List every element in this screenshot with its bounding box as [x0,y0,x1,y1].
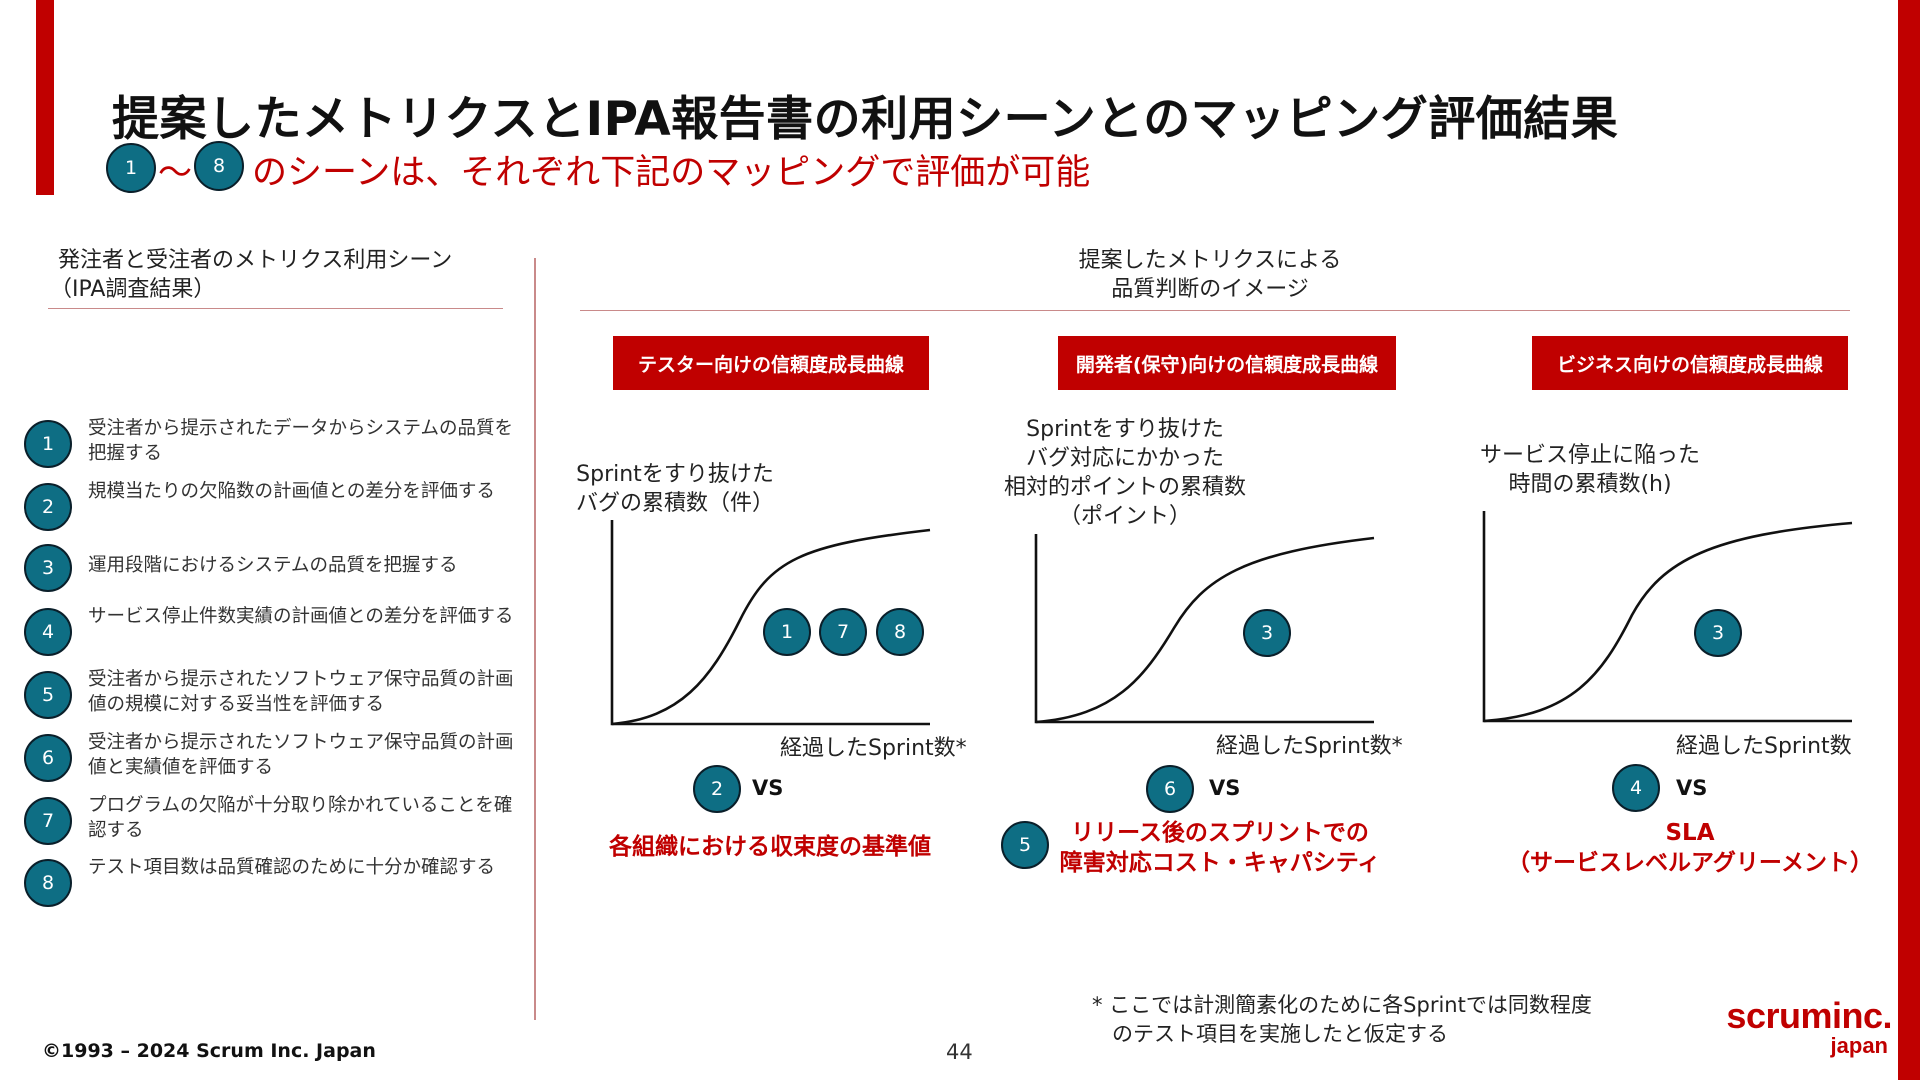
scene-text: 運用段階におけるシステムの品質を把握する [88,555,458,576]
chart1-ylabel: Sprintをすり抜けた バグの累積数（件） [540,460,810,518]
chart2-ylabel-line2: バグ対応にかかった [1025,446,1224,471]
chart1-badge-3: 8 [876,608,924,656]
chart3-curve [1482,511,1853,723]
chart2-baseline-line1: リリース後のスプリントでの [1071,820,1369,846]
scene-text: サービス停止件数実績の計画値との差分を評価する [88,606,514,627]
chart2-growth-curve [1035,536,1375,724]
scene-badge: 1 [24,420,72,468]
scene-item-7: 7 プログラムの欠陥が十分取り除かれていることを確認する [24,793,512,849]
logo-sub-text: japan [1830,1033,1888,1058]
chart1-vs-label: VS [752,776,784,800]
chart3-ylabel-line2: 時間の累積数(h) [1508,472,1672,497]
chart2-axes [1034,534,1374,724]
scene-badge: 3 [24,544,72,592]
copyright: ©1993 – 2024 Scrum Inc. Japan [42,1040,376,1062]
chart1-ylabel-line2: バグの累積数（件） [575,491,774,516]
chart3-ylabel-line1: サービス停止に陥った [1479,443,1700,468]
scene-item-3: 3 運用段階におけるシステムの品質を把握する [24,540,494,596]
chart3-baseline: SLA （サービスレベルアグリーメント） [1490,818,1890,878]
footnote-line2: のテスト項目を実施したと仮定する [1112,1022,1448,1046]
chart2-ylabel-line1: Sprintをすり抜けた [1026,417,1224,442]
chart1-growth-curve [611,528,931,726]
chart1-baseline-line1: 各組織における収束度の基準値 [609,834,931,860]
chart1-heading: テスター向けの信頼度成長曲線 [613,336,929,390]
chart1-badge-1: 1 [763,608,811,656]
chart3-baseline-line1: SLA [1665,820,1715,846]
chart3-xlabel: 経過したSprint数 [1676,734,1852,759]
left-header: 発注者と受注者のメトリクス利用シーン （IPA調査結果） [50,246,520,304]
chart2-ylabel-line4: （ポイント） [1058,504,1191,529]
scene-text: テスト項目数は品質確認のために十分か確認する [88,857,496,878]
right-red-bar [1898,0,1920,1080]
chart2-vs-label: VS [1209,776,1241,800]
chart2-baseline: リリース後のスプリントでの 障害対応コスト・キャパシティ [1040,818,1400,878]
footnote: * ここでは計測簡素化のために各Sprintでは同数程度 のテスト項目を実施した… [1092,991,1592,1049]
chart3-vs-badge: 4 [1612,764,1660,812]
left-header-line2: （IPA調査結果） [50,277,216,302]
chart2-ylabel-line3: 相対的ポイントの累積数 [1003,475,1246,500]
chart3-ylabel: サービス停止に陥った 時間の累積数(h) [1440,441,1740,499]
scene-item-6: 6 受注者から提示されたソフトウェア保守品質の計画値と実績値を評価する [24,730,514,786]
chart3-growth-curve [1483,521,1853,723]
scene-text: 受注者から提示されたソフトウェア保守品質の計画値の規模に対する妥当性を評価する [88,669,514,715]
scene-badge: 2 [24,483,72,531]
chart3-axes [1482,511,1852,723]
chart2-xlabel: 経過したSprint数* [1216,734,1403,759]
subtitle-badge-end: 8 [194,141,244,191]
scene-text: プログラムの欠陥が十分取り除かれていることを確認する [88,795,513,841]
scene-text: 規模当たりの欠陥数の計画値との差分を評価する [88,481,495,502]
scrum-inc-logo: scruminc. japan [1712,998,1892,1058]
chart2-baseline-line2: 障害対応コスト・キャパシティ [1059,850,1381,876]
chart1-curve [610,520,931,726]
right-header-line2: 品質判断のイメージ [1111,277,1309,302]
chart2-vs-badge: 6 [1146,765,1194,813]
chart2-ylabel: Sprintをすり抜けた バグ対応にかかった 相対的ポイントの累積数 （ポイント… [975,415,1275,531]
scene-item-1: 1 受注者から提示されたデータからシステムの品質を把握する [24,416,513,472]
left-header-line1: 発注者と受注者のメトリクス利用シーン [58,248,453,273]
scene-badge: 5 [24,671,72,719]
right-header-line1: 提案したメトリクスによる [1078,248,1342,273]
scene-text: 受注者から提示されたソフトウェア保守品質の計画値と実績値を評価する [88,732,514,778]
scene-badge: 8 [24,859,72,907]
chart1-vs-badge: 2 [693,765,741,813]
scene-item-8: 8 テスト項目数は品質確認のために十分か確認する [24,855,495,911]
chart1-baseline: 各組織における収束度の基準値 [570,832,970,862]
chart3-badge-1: 3 [1694,609,1742,657]
subtitle-badge-start: 1 [106,143,156,193]
subtitle-text: のシーンは、それぞれ下記のマッピングで評価が可能 [252,153,1091,193]
scene-badge: 6 [24,734,72,782]
chart1-badge-2: 7 [819,608,867,656]
chart3-heading: ビジネス向けの信頼度成長曲線 [1532,336,1848,390]
page-number: 44 [946,1040,973,1064]
left-red-bar [36,0,54,195]
right-header: 提案したメトリクスによる 品質判断のイメージ [950,246,1470,304]
left-header-underline [48,308,503,309]
column-divider [534,258,536,1020]
chart2-extra-badge: 5 [1001,821,1049,869]
scene-text: 受注者から提示されたデータからシステムの品質を把握する [88,418,513,464]
footnote-line1: * ここでは計測簡素化のために各Sprintでは同数程度 [1092,993,1592,1017]
scene-badge: 7 [24,797,72,845]
right-header-underline [580,310,1850,311]
scene-item-5: 5 受注者から提示されたソフトウェア保守品質の計画値の規模に対する妥当性を評価す… [24,667,514,723]
subtitle-range-sep: 〜 [158,153,192,193]
chart3-baseline-line2: （サービスレベルアグリーメント） [1507,850,1873,876]
chart1-ylabel-line1: Sprintをすり抜けた [576,462,774,487]
scene-item-2: 2 規模当たりの欠陥数の計画値との差分を評価する [24,479,495,535]
chart3-vs-label: VS [1676,776,1708,800]
page-title: 提案したメトリクスとIPA報告書の利用シーンとのマッピング評価結果 [112,92,1619,147]
scene-item-4: 4 サービス停止件数実績の計画値との差分を評価する [24,604,513,660]
chart2-badge-1: 3 [1243,609,1291,657]
logo-main-text: scruminc. [1726,995,1892,1036]
chart2-heading: 開発者(保守)向けの信頼度成長曲線 [1058,336,1396,390]
scene-badge: 4 [24,608,72,656]
chart2-curve [1034,534,1375,724]
chart1-xlabel: 経過したSprint数* [780,736,967,761]
